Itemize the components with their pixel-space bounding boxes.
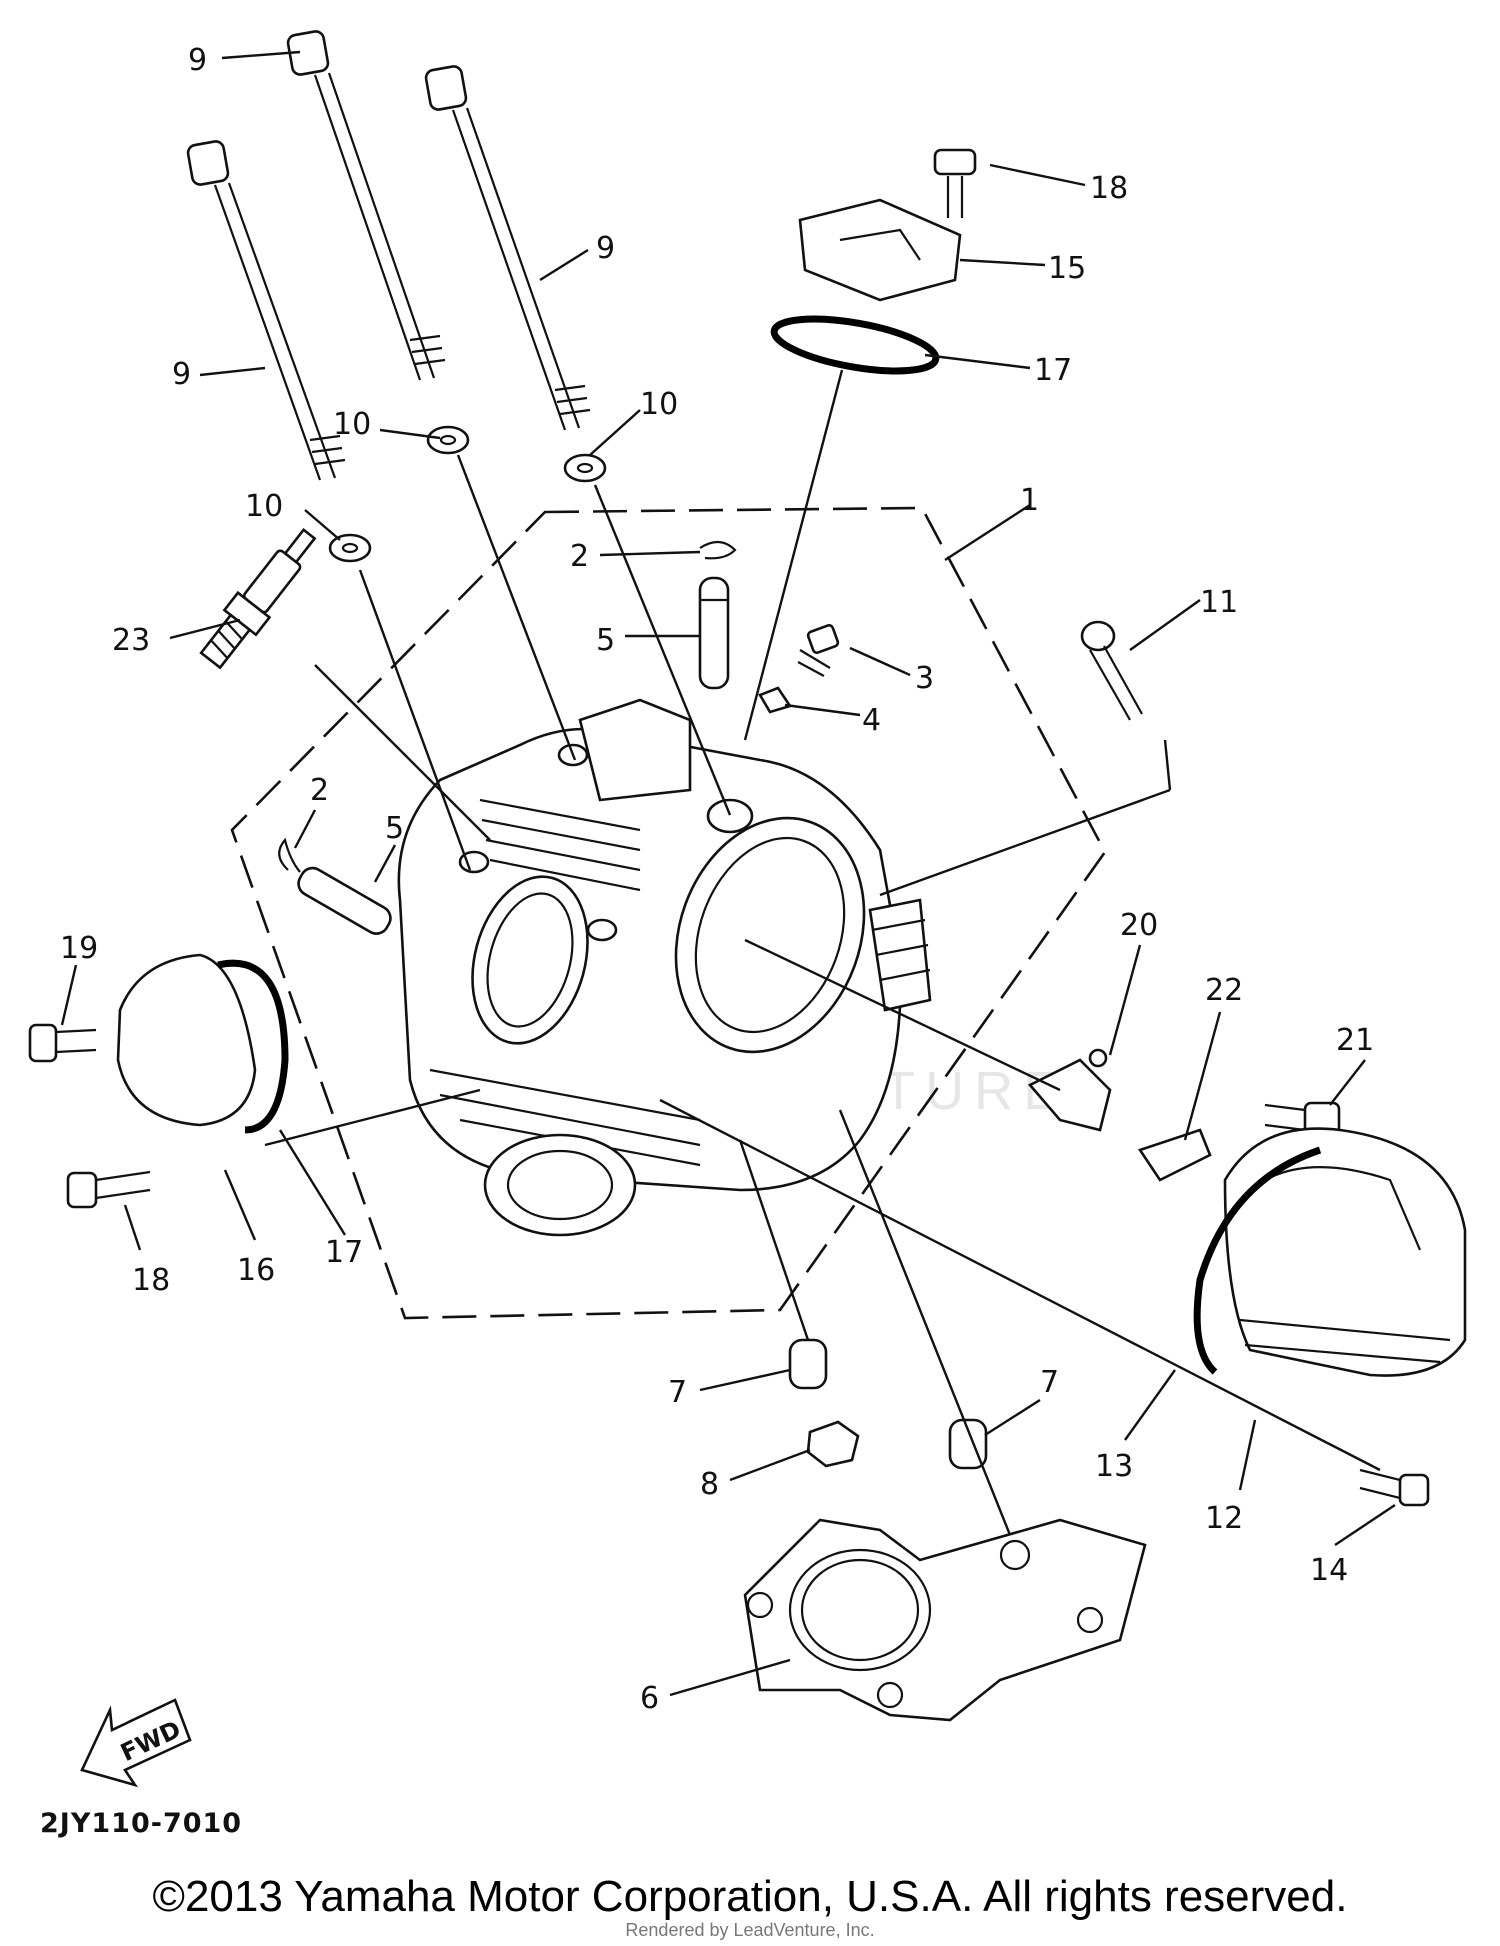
dowel-7-right xyxy=(948,1418,988,1470)
washer-4 xyxy=(758,686,793,714)
head-bolt-left xyxy=(186,140,346,481)
nut-8 xyxy=(806,1420,860,1468)
bolt-14 xyxy=(1359,1468,1430,1507)
cap-15 xyxy=(798,198,962,302)
callout-16: 16 xyxy=(237,1253,275,1288)
washer-2 xyxy=(426,425,470,455)
assembly-boundary xyxy=(230,506,1107,1320)
callout-11: 11 xyxy=(1200,585,1238,620)
cylinder-head xyxy=(397,698,932,1237)
bolt-18-top xyxy=(933,148,977,218)
callout-1: 1 xyxy=(1020,483,1039,518)
gasket-6 xyxy=(743,1518,1147,1722)
callout-17: 17 xyxy=(325,1235,363,1270)
head-bolt-middle xyxy=(286,30,446,381)
callout-23: 23 xyxy=(112,623,150,658)
callout-13: 13 xyxy=(1095,1449,1133,1484)
o-ring-17-top xyxy=(770,315,940,375)
callout-7: 7 xyxy=(1040,1365,1059,1400)
fwd-arrow-icon: FWD xyxy=(80,1698,192,1788)
callout-6: 6 xyxy=(640,1681,659,1716)
side-cover-12 xyxy=(1223,1127,1467,1377)
callout-labels: 9 9 9 10 10 10 1 2 5 3 4 11 18 15 17 23 … xyxy=(60,43,1374,1716)
callout-17: 17 xyxy=(1034,353,1072,388)
valve-guide-left xyxy=(297,866,392,935)
callout-9: 9 xyxy=(172,357,191,392)
callout-19: 19 xyxy=(60,931,98,966)
callout-14: 14 xyxy=(1310,1553,1348,1588)
gasket-13 xyxy=(1193,1146,1322,1375)
spark-plug xyxy=(199,528,317,670)
side-cover-16 xyxy=(116,953,257,1127)
dowel-7-left xyxy=(788,1338,828,1390)
o-ring-17-left xyxy=(217,959,289,1134)
bolt-18-left xyxy=(66,1170,151,1209)
callout-22: 22 xyxy=(1205,973,1243,1008)
callout-2: 2 xyxy=(570,539,589,574)
callout-7: 7 xyxy=(668,1375,687,1410)
callout-18: 18 xyxy=(1090,171,1128,206)
callout-9: 9 xyxy=(596,231,615,266)
callout-21: 21 xyxy=(1336,1023,1374,1058)
circlip-upper xyxy=(699,540,737,560)
callout-18: 18 xyxy=(132,1263,170,1298)
washer-3 xyxy=(563,453,607,483)
leader-lines xyxy=(60,50,1396,1697)
callout-9: 9 xyxy=(188,43,207,78)
callout-2: 2 xyxy=(310,773,329,808)
washer-1 xyxy=(328,533,372,563)
callout-12: 12 xyxy=(1205,1501,1243,1536)
callout-5: 5 xyxy=(385,811,404,846)
callout-20: 20 xyxy=(1120,908,1158,943)
callout-3: 3 xyxy=(915,661,934,696)
callout-10: 10 xyxy=(640,387,678,422)
callout-15: 15 xyxy=(1048,251,1086,286)
callout-5: 5 xyxy=(596,623,615,658)
bolt-19 xyxy=(28,1023,97,1063)
valve-guide-upper xyxy=(698,576,730,690)
callout-10: 10 xyxy=(333,407,371,442)
callout-4: 4 xyxy=(862,703,881,738)
head-bolt-right xyxy=(424,65,591,431)
render-credit: Rendered by LeadVenture, Inc. xyxy=(625,1920,875,1940)
diagram-code: 2JY110-7010 xyxy=(40,1808,243,1839)
circlip-left xyxy=(278,837,301,873)
callout-8: 8 xyxy=(700,1467,719,1502)
part-22 xyxy=(1137,1128,1212,1182)
copyright-text: ©2013 Yamaha Motor Corporation, U.S.A. A… xyxy=(152,1872,1348,1921)
part-20 xyxy=(1027,1048,1112,1132)
bolt-3 xyxy=(797,624,840,677)
callout-10: 10 xyxy=(245,489,283,524)
bolt-11 xyxy=(1080,620,1143,721)
